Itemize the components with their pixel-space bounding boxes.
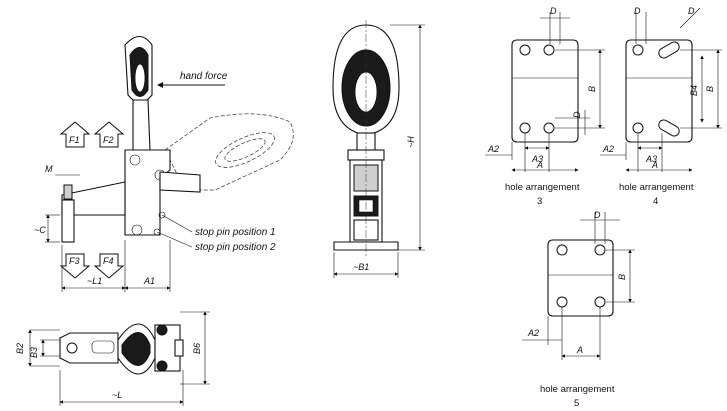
top-view: B2 B3 B6 ~L [15,311,210,406]
dim-B2: B2 [15,343,25,354]
dim-L1: ~L1 [87,276,102,286]
dim-A3-4: A3 [645,154,657,164]
svg-text:F3: F3 [69,256,80,266]
stop-pin-1-label: stop pin position 1 [195,227,276,238]
svg-text:F2: F2 [103,135,114,145]
hole-arrangement-5: D B A2 A hole arrangement 5 [522,210,635,409]
force-arrow-f1: F1 [59,121,91,148]
dim-D-5: D [594,210,601,220]
hole-arrangement-3: D B D A3 A A2 hole arrangement 3 [485,6,605,207]
dim-A-4: A [651,160,658,170]
dim-A2-3: A2 [487,144,499,154]
side-view: stop pin position 1 stop pin position 2 … [34,35,294,292]
dim-A3-3: A3 [531,154,543,164]
dim-B3: B3 [29,347,39,358]
dim-A2-4: A2 [602,144,614,154]
hole-arrangement-3-number: 3 [537,196,542,207]
dim-B1: ~B1 [353,262,369,272]
force-arrow-f4: F4 [93,253,125,279]
force-arrow-f3: F3 [59,253,91,279]
hole-arrangement-4-number: 4 [653,196,658,207]
hand-force-label: hand force [180,71,228,82]
dim-A2-5: A2 [527,328,539,338]
hole-arrangement-5-number: 5 [574,398,579,409]
dim-H: ~H [406,136,416,148]
svg-text:F4: F4 [103,256,114,266]
dim-A1: A1 [143,276,155,286]
hole-arrangement-4: D D B B4 A3 A A2 hole arrangement 4 [600,6,722,207]
hole-arrangement-3-caption: hole arrangement [505,182,580,193]
stop-pin-2-label: stop pin position 2 [195,242,276,253]
dim-B-3: B [587,86,597,92]
dim-C: ~C [34,225,46,235]
front-view: ~H ~B1 [332,20,425,278]
dim-M: M [45,164,53,174]
dim-D-4: D [634,6,641,16]
dim-D-3b: D [572,111,582,118]
dim-B4-4: B4 [689,85,699,96]
dim-B-5: B [617,274,627,280]
hole-arrangement-4-caption: hole arrangement [619,182,694,193]
dim-A-5: A [576,345,583,355]
dim-B6: B6 [192,343,202,354]
dim-D-3: D [550,6,557,16]
force-arrow-f2: F2 [93,121,125,148]
dim-A-3: A [536,160,543,170]
dim-D-4b: D [688,6,695,16]
hole-arrangement-5-caption: hole arrangement [540,384,615,395]
dim-B-4: B [705,86,715,92]
dim-L: ~L [112,390,122,400]
svg-text:F1: F1 [69,135,80,145]
